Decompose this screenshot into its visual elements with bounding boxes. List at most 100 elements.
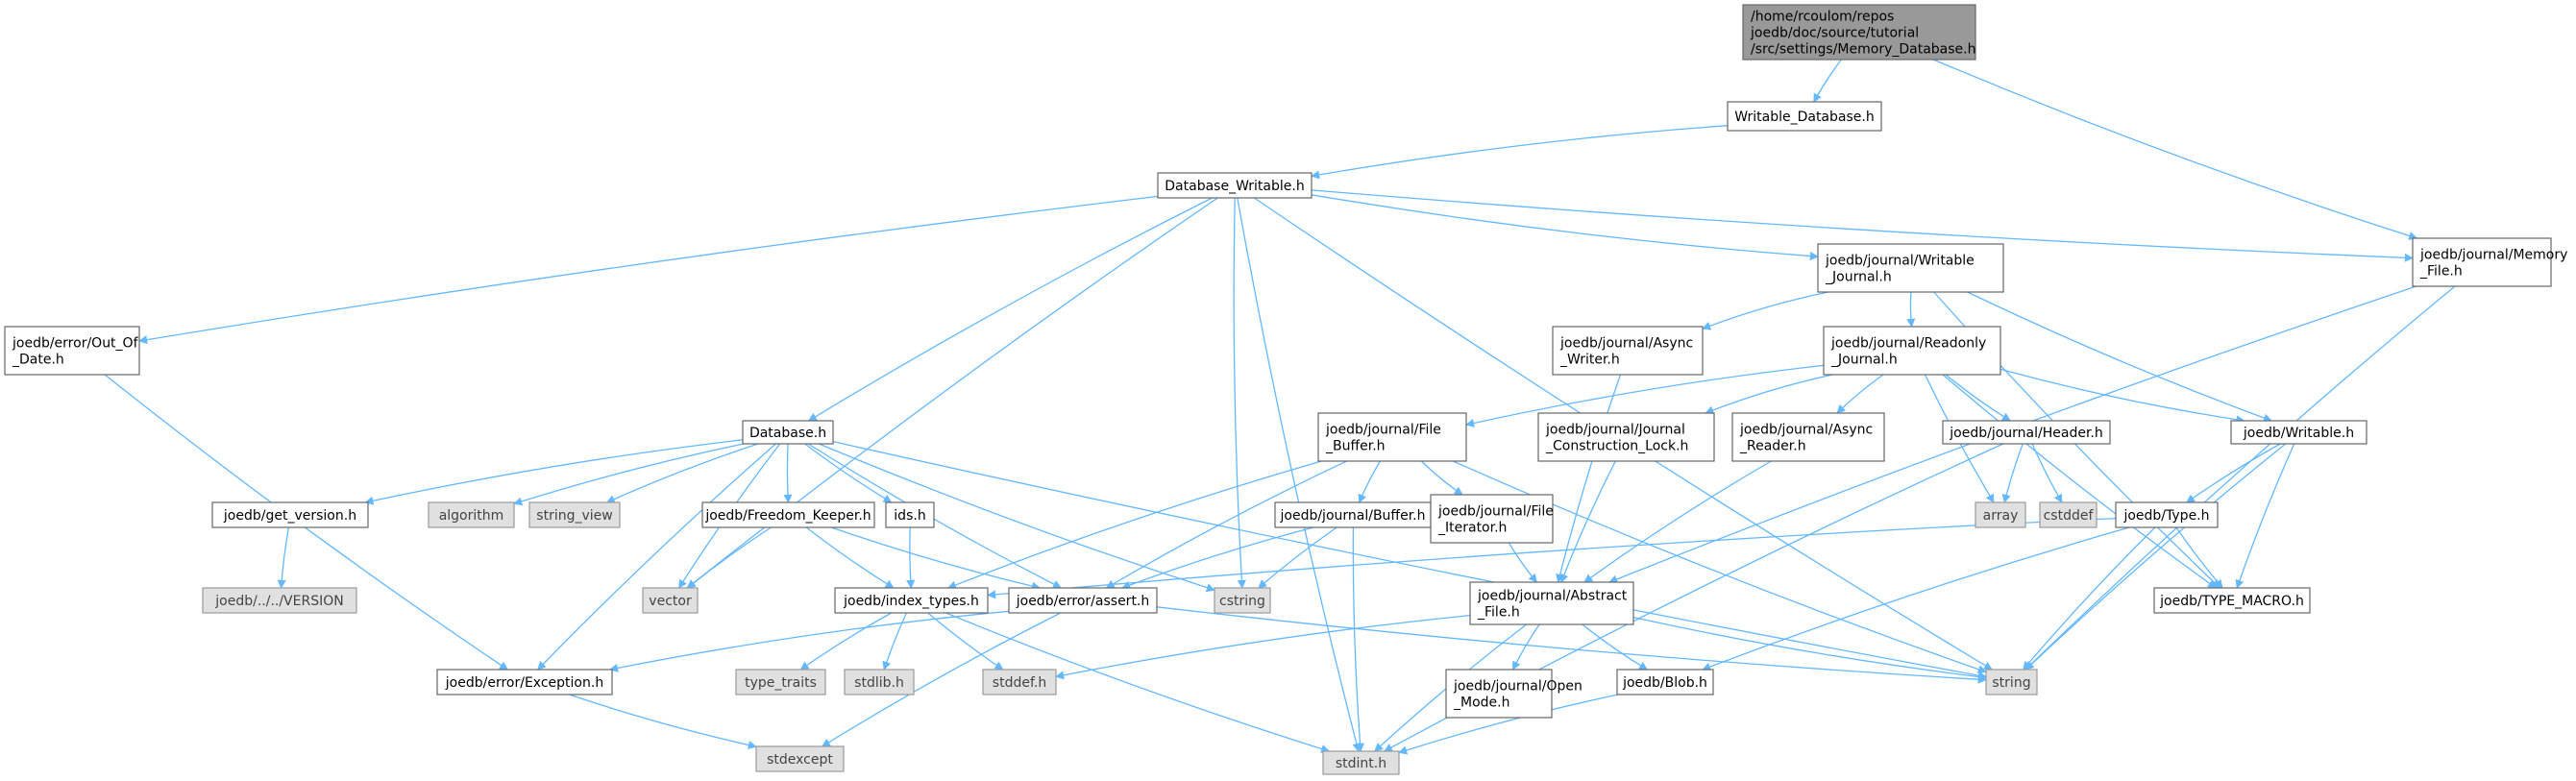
header-file-node[interactable]: Database.h [742,420,834,445]
edge-n8-to-n28 [819,443,1215,593]
system-header-node: stdexcept [755,745,845,772]
node-label-line: vector [649,594,692,609]
system-header-node: cstddef [2039,501,2098,528]
node-label-line: stdexcept [767,752,833,768]
edge-n18-to-n26 [906,526,916,589]
header-file-node[interactable]: joedb/journal/Readonly_Journal.h [1823,326,2001,376]
header-file-node[interactable]: joedb/error/Out_Of_Date.h [4,326,140,376]
node-label-line: stdlib.h [854,675,904,691]
edge-n12-to-n22 [2031,443,2063,503]
node-label-line: joedb/error/Out_Of [12,336,139,352]
header-file-node[interactable]: joedb/journal/Writable_Journal.h [1817,243,2004,293]
edge-n31-to-n38 [569,694,757,749]
node-label-line: _Writer.h [1559,353,1620,368]
node-box [1214,587,1271,614]
node-label-line: joedb/Blob.h [1622,675,1707,691]
node-box [202,587,357,614]
node-label-line: _Buffer.h [1325,439,1386,454]
edge-n23-to-n30 [2175,526,2223,589]
node-label-line: string [1992,675,2030,691]
node-box [1537,412,1715,462]
header-file-node[interactable]: joedb/get_version.h [211,501,369,528]
header-file-node[interactable]: ids.h [885,501,935,528]
node-label-line: _Iterator.h [1437,521,1507,536]
header-file-node[interactable]: joedb/journal/Open_Mode.h [1445,669,1582,719]
node-label-line: joedb/Writable.h [2243,426,2354,441]
header-file-node[interactable]: joedb/Writable.h [2230,420,2367,445]
edge-n2-to-n4 [138,195,1159,345]
node-box [1742,4,1976,61]
edge-n29-to-n37 [1582,623,1649,671]
header-file-node[interactable]: joedb/journal/Header.h [1942,420,2111,445]
edge-n2-to-n8 [807,197,1213,422]
node-box [2230,420,2367,445]
node-box [528,501,621,528]
edge-layer [104,59,2456,755]
node-label-line: array [1983,508,2019,524]
header-file-node[interactable]: joedb/journal/Async_Writer.h [1552,326,1704,376]
header-file-node[interactable]: joedb/index_types.h [834,587,989,614]
edge-n5-to-n7 [1906,291,1916,328]
system-header-node: vector [642,587,699,614]
header-file-node[interactable]: joedb/Blob.h [1616,669,1714,696]
header-file-node[interactable]: joedb/error/Exception.h [436,669,613,696]
node-box [642,587,699,614]
node-box [742,420,834,445]
edge-n8-to-n31 [537,443,776,671]
node-label-line: _File.h [1477,605,1520,621]
node-box [1985,669,2038,696]
header-file-node[interactable]: joedb/journal/Memory_File.h [2412,237,2567,287]
node-label-line: joedb/journal/File [1325,423,1441,438]
header-file-node[interactable]: Database_Writable.h [1157,172,1313,199]
edge-n17-to-n26 [805,526,895,589]
header-file-node[interactable]: joedb/journal/File_Buffer.h [1317,412,1467,462]
node-label-line: joedb/journal/File [1437,504,1554,520]
header-file-node[interactable]: joedb/journal/Abstract_File.h [1469,581,1634,625]
node-box [1731,412,1885,462]
header-file-node[interactable]: joedb/TYPE_MACRO.h [2153,587,2311,614]
edge-n26-to-n33 [882,612,907,671]
node-label-line: Database.h [749,426,826,441]
header-file-node[interactable]: joedb/Freedom_Keeper.h [701,501,875,528]
node-label-line: joedb/error/assert.h [1016,594,1150,609]
edge-n8-to-n16 [605,443,759,503]
node-label-line: joedb/journal/Abstract [1477,589,1628,604]
node-box [735,669,826,696]
header-file-node[interactable]: joedb/error/assert.h [1008,587,1158,614]
edge-n2-to-n39 [1237,197,1362,752]
edge-n3-to-n35 [2024,285,2456,671]
node-box [2115,501,2219,528]
root-file-node[interactable]: /home/rcoulom/reposjoedb/doc/source/tuto… [1742,4,1976,61]
node-label-line: joedb/journal/Buffer.h [1280,508,1426,524]
edge-n1-to-n2 [1311,125,1729,180]
system-header-node: string_view [528,501,621,528]
edge-n26-to-n39 [945,612,1331,753]
node-box [1322,750,1400,775]
node-label-line: joedb/../../VERSION [214,594,343,609]
header-file-node[interactable]: joedb/Type.h [2115,501,2219,528]
node-label-line: _Date.h [12,353,64,368]
node-label-line: joedb/journal/Header.h [1949,426,2102,441]
node-label-line: _File.h [2419,264,2463,280]
edge-n12-to-n21 [2001,443,2024,503]
header-file-node[interactable]: joedb/journal/Async_Reader.h [1731,412,1885,462]
node-label-line: joedb/journal/Readonly [1830,336,1986,352]
system-header-node: type_traits [735,669,826,696]
edge-n0-to-n1 [1813,59,1842,103]
edge-n8-to-n18 [804,443,893,503]
edge-n0-to-n3 [1932,59,2418,240]
system-header-node: joedb/../../VERSION [202,587,357,614]
edge-n19-to-n39 [1352,526,1365,752]
header-file-node[interactable]: joedb/journal/File_Iterator.h [1430,494,1554,544]
node-label-line: joedb/TYPE_MACRO.h [2159,594,2304,609]
header-file-node[interactable]: Writable_Database.h [1727,101,1882,132]
edge-n2-to-n3 [1311,189,2414,262]
node-label-line: joedb/journal/Open [1453,679,1582,695]
node-box [1817,243,2004,293]
node-label-line: ids.h [894,508,925,524]
system-header-node: cstring [1214,587,1271,614]
header-file-node[interactable]: joedb/journal/Buffer.h [1274,501,1432,528]
node-box [211,501,369,528]
header-file-node[interactable]: joedb/journal/Journal_Construction_Lock.… [1537,412,1715,462]
